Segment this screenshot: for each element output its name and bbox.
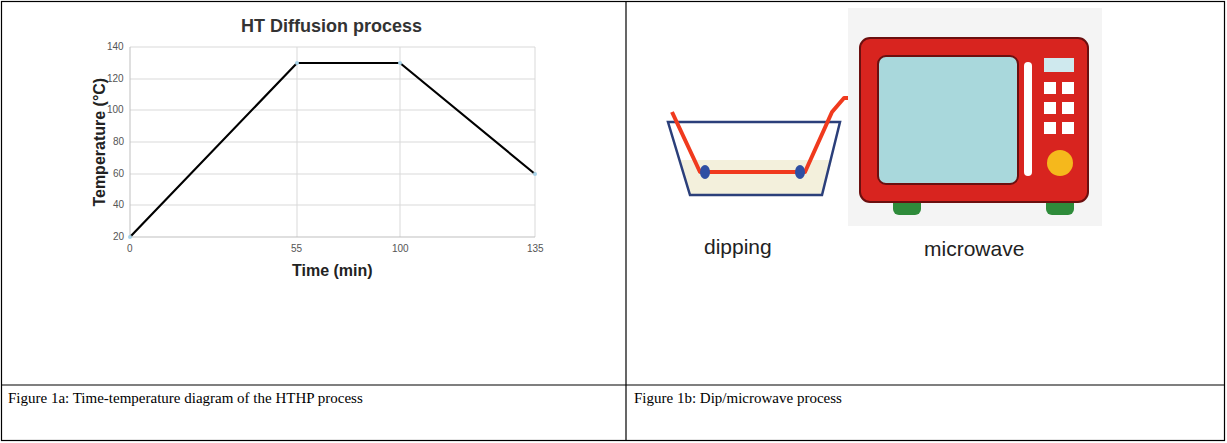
x-tick: 0 <box>127 243 133 255</box>
x-axis-title: Time (min) <box>292 262 373 280</box>
temperature-line <box>130 63 535 237</box>
icon-background <box>848 8 1102 226</box>
x-tick: 100 <box>392 243 409 255</box>
microwave-window <box>878 56 1018 184</box>
figure-caption: Figure 1b: Dip/microwave process <box>634 389 1224 408</box>
wire-contacts <box>700 165 805 179</box>
image-label: dipping <box>704 235 772 259</box>
figure-caption: Figure 1a: Time-temperature diagram of t… <box>8 389 598 408</box>
image-label: microwave <box>924 237 1024 261</box>
y-tick: 40 <box>113 199 124 211</box>
wire-path <box>672 98 872 172</box>
microwave-body <box>860 38 1088 202</box>
microwave-buttons <box>1044 82 1074 134</box>
y-tick: 20 <box>113 231 124 243</box>
x-tick: 55 <box>291 243 302 255</box>
y-tick: 140 <box>107 41 124 53</box>
chart-title: HT Diffusion process <box>241 16 422 37</box>
microwave-display <box>1044 58 1074 72</box>
chart-axes <box>130 47 535 237</box>
y-tick: 120 <box>107 73 124 85</box>
microwave-handle <box>1024 62 1032 176</box>
chart-grid <box>130 47 535 237</box>
y-axis-title: Temperature (°C) <box>91 78 109 207</box>
y-tick: 100 <box>107 104 124 116</box>
y-tick: 80 <box>113 136 124 148</box>
data-markers <box>128 61 537 239</box>
microwave-knob <box>1047 150 1073 176</box>
y-tick: 60 <box>113 168 124 180</box>
x-tick: 135 <box>527 243 544 255</box>
